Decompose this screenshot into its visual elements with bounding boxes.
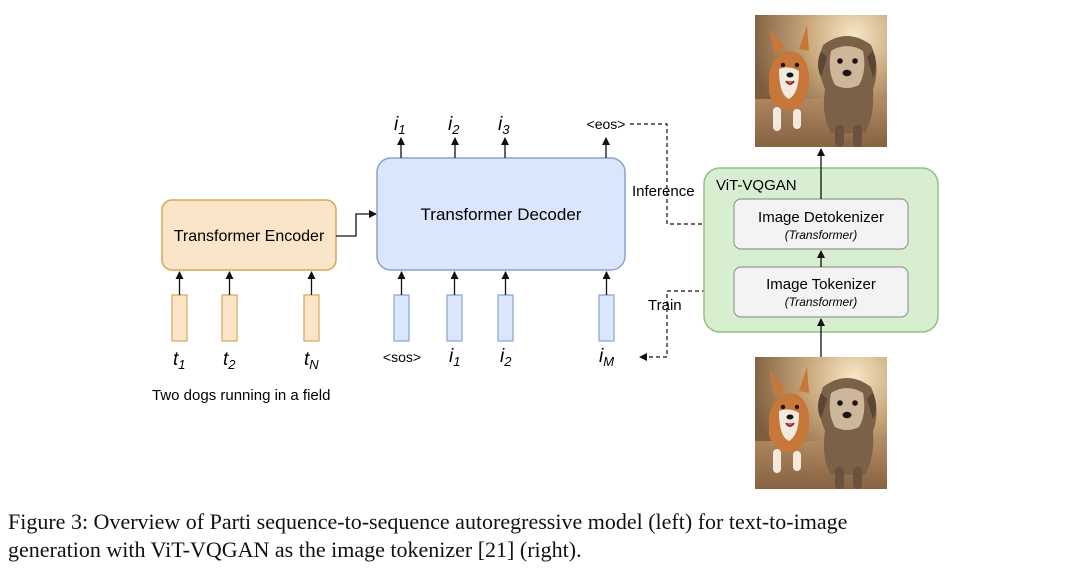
- figure-caption-line-2: generation with ViT-VQGAN as the image t…: [8, 537, 582, 562]
- decoder-output-label: <eos>: [587, 116, 626, 132]
- inference-label: Inference: [632, 183, 695, 200]
- train-dashed-arrow: [639, 290, 734, 361]
- encoder-to-decoder-arrow: [336, 210, 377, 237]
- decoder-input-column-m: iM: [598, 271, 615, 369]
- decoder-input-label: i2: [500, 346, 512, 369]
- encoder-token-bar: [171, 294, 188, 342]
- parti-architecture-diagram: Transformer Encoder t1 t2 tN Two dogs ru…: [152, 14, 939, 490]
- decoder-input-column-2: i1: [446, 271, 463, 369]
- text-prompt: Two dogs running in a field: [152, 387, 330, 404]
- encoder-token-bar: [221, 294, 238, 342]
- input-image: [754, 356, 888, 490]
- image-detokenizer-label: Image Detokenizer: [758, 209, 884, 226]
- encoder-token-label: tN: [304, 349, 319, 372]
- decoder-output-column-1: i1: [394, 114, 405, 158]
- encoder-token-column-1: t1: [171, 271, 188, 372]
- train-label: Train: [648, 297, 682, 314]
- encoder-token-bar: [303, 294, 320, 342]
- decoder-input-column-3: i2: [497, 271, 514, 369]
- decoder-output-label: i1: [394, 114, 405, 137]
- image-detokenizer-sublabel: (Transformer): [785, 228, 857, 242]
- decoder-input-bar: [393, 294, 410, 342]
- transformer-decoder-label: Transformer Decoder: [421, 205, 582, 224]
- decoder-input-column-1: <sos>: [383, 271, 421, 365]
- transformer-encoder-label: Transformer Encoder: [174, 228, 325, 245]
- decoder-output-column-2: i2: [448, 114, 460, 158]
- encoder-token-column-2: t2: [221, 271, 238, 372]
- decoder-input-label: iM: [599, 346, 614, 369]
- encoder-token-column-n: tN: [303, 271, 320, 372]
- inference-dashed-arrow: [630, 123, 735, 228]
- image-tokenizer-label: Image Tokenizer: [766, 276, 876, 293]
- decoder-output-label: i3: [498, 114, 510, 137]
- encoder-token-label: t1: [173, 349, 186, 372]
- figure-caption-line-1: Figure 3: Overview of Parti sequence-to-…: [8, 509, 848, 534]
- transformer-decoder-box: [376, 157, 626, 271]
- decoder-input-bar: [598, 294, 615, 342]
- vit-vqgan-title: ViT-VQGAN: [716, 177, 797, 194]
- decoder-input-bar: [446, 294, 463, 342]
- decoder-input-bar: [497, 294, 514, 342]
- decoder-output-column-3: i3: [498, 114, 510, 158]
- output-image: [754, 14, 888, 148]
- decoder-output-label: i2: [448, 114, 460, 137]
- decoder-input-label: i1: [449, 346, 460, 369]
- figure-caption: Figure 3: Overview of Parti sequence-to-…: [8, 508, 1072, 564]
- image-tokenizer-sublabel: (Transformer): [785, 295, 857, 309]
- decoder-output-column-eos: <eos>: [587, 116, 626, 158]
- encoder-token-label: t2: [223, 349, 236, 372]
- transformer-encoder-box: [161, 199, 337, 271]
- decoder-input-label: <sos>: [383, 349, 421, 365]
